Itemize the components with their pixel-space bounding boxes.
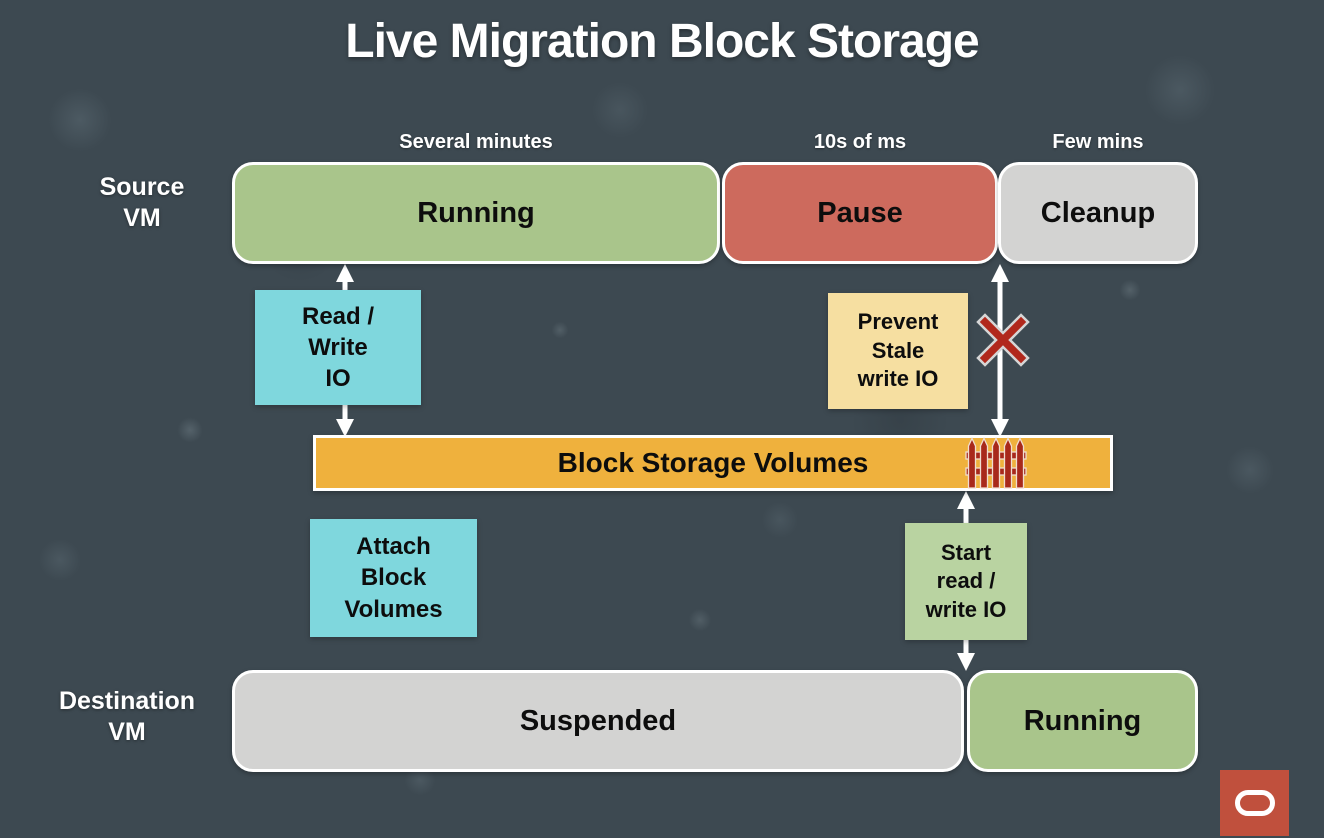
note-prevent-stale-write-io: Prevent Stale write IO [828,293,968,409]
source-state-cleanup: Cleanup [998,162,1198,264]
note-line: Stale [871,337,925,363]
note-line: Block [360,564,427,592]
timeline-label-10s-of-ms: 10s of ms [813,131,907,153]
note-start-read-write-io: Start read / write IO [905,523,1027,640]
source-state-pause: Pause [722,162,998,264]
note-line: Prevent [857,309,939,335]
note-line: write IO [925,596,1007,622]
destination-state-running: Running [967,670,1198,772]
source-state-running: Running [232,162,720,264]
oracle-logo [1220,770,1289,836]
note-line: Read / [301,302,375,330]
source-vm-label: Source VM [52,172,232,235]
note-line: Volumes [344,595,443,623]
destination-vm-label-line1: Destination [58,687,196,715]
note-line: read / [936,568,996,594]
source-vm-label-line2: VM [123,204,161,233]
destination-state-suspended: Suspended [232,670,964,772]
note-line: write IO [857,366,939,392]
blocked-write-x-icon [976,313,1030,367]
note-attach-block-volumes: Attach Block Volumes [310,519,477,637]
note-line: Start [940,539,992,565]
page-title: Live Migration Block Storage [345,15,979,68]
io-fence-icon [965,437,1027,489]
oracle-o-icon [1234,790,1275,816]
destination-vm-label: Destination VM [27,686,227,749]
block-storage-volumes-label: Block Storage Volumes [557,447,869,478]
note-read-write-io: Read / Write IO [255,290,421,405]
timeline-label-several-minutes: Several minutes [399,131,553,153]
note-line: Write [308,333,368,361]
source-vm-label-line1: Source [99,173,185,201]
destination-vm-label-line2: VM [108,718,146,747]
note-line: Attach [356,533,431,561]
timeline-label-few-mins: Few mins [1052,131,1144,153]
block-storage-volumes-bar: Block Storage Volumes [313,435,1113,491]
note-line: IO [325,365,351,393]
